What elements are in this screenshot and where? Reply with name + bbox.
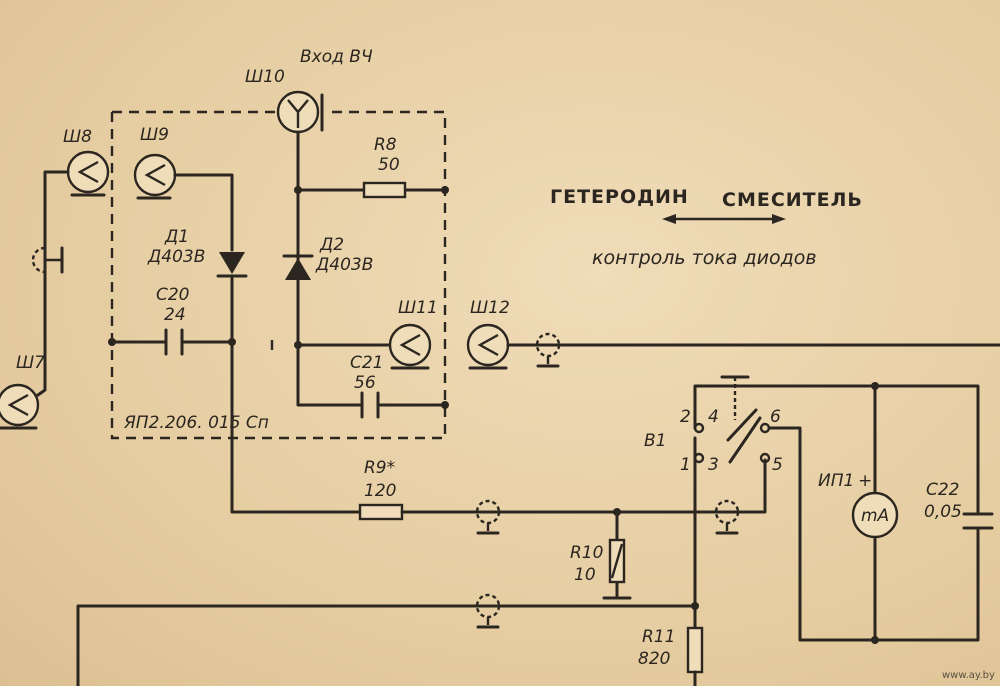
switch-b1 (693, 408, 771, 464)
wire-sh9-d1 (173, 173, 234, 252)
meter-ip1 (851, 491, 899, 539)
label-c21-value: 56 (354, 373, 376, 393)
label-r11-value: 820 (638, 649, 670, 669)
header-heterodyne: ГЕТЕРОДИН (550, 186, 689, 208)
coax-tap-3 (714, 499, 740, 535)
header-arrow (662, 214, 786, 224)
label-r8-value: 50 (378, 155, 400, 175)
wire-c21 (296, 398, 447, 407)
junction (108, 338, 116, 346)
label-sh10: Ш10 (245, 67, 285, 87)
shield-outline (110, 110, 447, 440)
label-d1-type: Д403В (147, 247, 205, 267)
label-sh11: Ш11 (398, 298, 438, 318)
coax-tap-1 (535, 332, 561, 368)
wire-r9-right (400, 458, 767, 514)
label-pin1-2: 2 (680, 407, 691, 427)
label-r9-value: 120 (364, 481, 396, 501)
connector-sh10 (276, 90, 324, 134)
label-pin4: 4 (708, 407, 719, 427)
label-sh9: Ш9 (140, 125, 169, 145)
diode-d1 (216, 252, 248, 278)
label-sh7: Ш7 (16, 353, 45, 373)
capacitor-c20 (164, 328, 184, 356)
header-diode-current: контроль тока диодов (592, 247, 817, 269)
label-pin1: 1 (680, 455, 691, 475)
resistor-r8 (362, 181, 407, 199)
label-d2-type: Д403В (315, 255, 373, 275)
label-r11-name: R11 (642, 627, 675, 647)
label-c22-value: 0,05 (924, 502, 962, 522)
capacitor-c22 (962, 512, 994, 530)
resistor-r10-tick (610, 543, 624, 579)
resistor-r11 (686, 626, 704, 674)
label-meter-name: ИП1 (818, 471, 854, 491)
label-c20-name: С20 (156, 285, 190, 305)
label-d1-name: Д1 (164, 227, 189, 247)
capacitor-c21 (360, 391, 380, 419)
label-r9-name: R9* (364, 458, 395, 478)
label-pin5: 5 (772, 455, 783, 475)
junction (871, 636, 879, 644)
coax-tap-4 (475, 593, 501, 629)
wire-switch-6 (767, 426, 980, 642)
label-c20-value: 24 (164, 305, 186, 325)
label-meter-unit: mA (861, 506, 889, 526)
wire-bottom (76, 604, 697, 686)
wire-d1-down (230, 274, 362, 514)
connector-sh11 (388, 323, 432, 370)
label-sh8: Ш8 (63, 127, 92, 147)
label-r10-name: R10 (570, 543, 603, 563)
header-mixer: СМЕСИТЕЛЬ (722, 189, 863, 211)
label-c21-name: С21 (350, 353, 384, 373)
label-sh12: Ш12 (470, 298, 510, 318)
diode-d2 (282, 254, 314, 280)
label-d2-name: Д2 (319, 235, 344, 255)
label-block-code: ЯП2.206. 015 Сп (123, 413, 269, 433)
connector-sh7 (0, 383, 40, 430)
label-r10-value: 10 (574, 565, 596, 585)
watermark: www.ay.by (942, 670, 995, 681)
coax-tap-2 (475, 499, 501, 535)
connector-sh12 (466, 323, 510, 370)
junction (228, 338, 236, 346)
wire-sh8-sh7 (36, 170, 70, 397)
label-pin6: 6 (770, 407, 781, 427)
label-pin3: 3 (708, 455, 719, 475)
junction (441, 401, 449, 409)
label-switch-name: В1 (644, 431, 666, 451)
label-c22-name: С22 (926, 480, 960, 500)
label-r8-name: R8 (374, 135, 397, 155)
label-meter-plus: + (858, 471, 872, 491)
ground-symbol-left (31, 246, 64, 274)
connector-sh9 (133, 153, 177, 200)
label-input: Вход ВЧ (300, 47, 373, 67)
connector-sh8 (66, 150, 110, 197)
resistor-r9 (358, 503, 404, 521)
junction (441, 186, 449, 194)
wire-c22-top (873, 384, 980, 514)
